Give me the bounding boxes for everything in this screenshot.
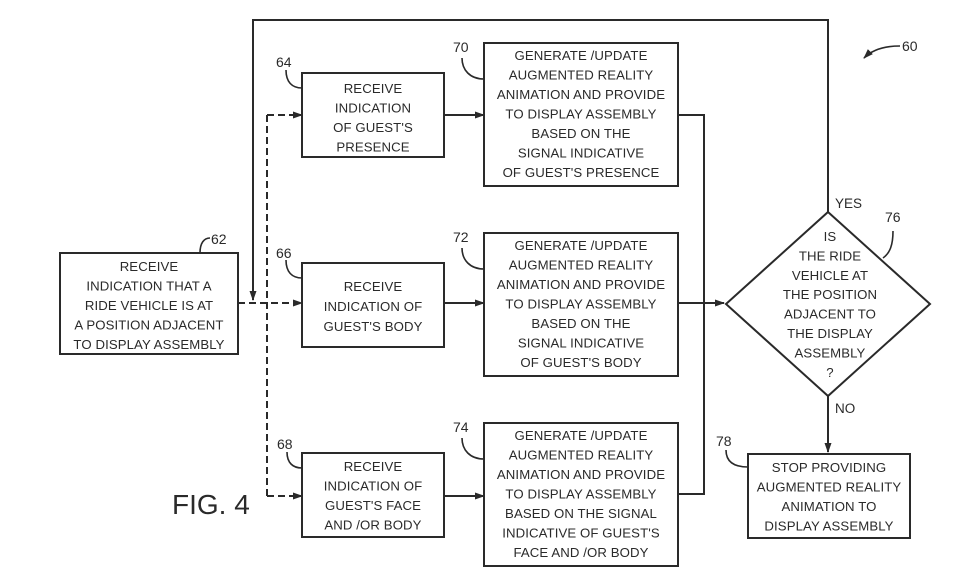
gen-body-box: [483, 232, 679, 377]
text-line: GENERATE /UPDATE: [514, 428, 647, 443]
text-line: AND /OR BODY: [324, 518, 421, 533]
ref-60: 60: [902, 38, 918, 54]
text-line: FACE AND /OR BODY: [513, 545, 648, 560]
text-line: INDICATION OF: [324, 479, 423, 494]
ref-64: 64: [276, 54, 292, 70]
text-line: BASED ON THE: [531, 316, 630, 331]
text-line: TO DISPLAY ASSEMBLY: [73, 337, 224, 352]
ref-68: 68: [277, 436, 293, 452]
text-line: VEHICLE AT: [792, 268, 868, 283]
leader-64: [285, 69, 303, 89]
face-box: [301, 452, 445, 538]
text-line: ?: [826, 365, 833, 380]
text-line: THE POSITION: [783, 287, 877, 302]
text-line: IS: [824, 229, 837, 244]
text-line: RECEIVE: [120, 259, 179, 274]
text-line: AUGMENTED REALITY: [509, 258, 654, 273]
ref-70: 70: [453, 39, 469, 55]
text-line: ANIMATION AND PROVIDE: [497, 277, 665, 292]
text-line: DISPLAY ASSEMBLY: [764, 519, 893, 534]
text-line: ANIMATION TO: [782, 499, 877, 514]
ref-78: 78: [716, 433, 732, 449]
leader-62: [199, 237, 211, 254]
text-line: THE DISPLAY: [787, 326, 873, 341]
text-line: ANIMATION AND PROVIDE: [497, 467, 665, 482]
gen-presence-box: [483, 42, 679, 187]
ref-66: 66: [276, 245, 292, 261]
text-line: INDICATION OF: [324, 299, 423, 314]
gen-face-text: GENERATE /UPDATE AUGMENTED REALITY ANIMATI…: [497, 428, 665, 560]
body-text: RECEIVE INDICATION OF GUEST'S BODY: [324, 279, 423, 334]
no-label: NO: [835, 401, 855, 416]
leader-60: [863, 45, 901, 59]
leader-68: [286, 451, 303, 469]
text-line: RECEIVE: [344, 279, 403, 294]
text-line: GUEST'S FACE: [325, 498, 421, 513]
gen-presence-text: GENERATE /UPDATE AUGMENTED REALITY ANIMATI…: [497, 48, 665, 180]
figure-label: FIG. 4: [172, 489, 250, 520]
text-line: INDICATION THAT A: [86, 279, 211, 294]
text-line: SIGNAL INDICATIVE: [518, 146, 644, 161]
text-line: RIDE VEHICLE IS AT: [85, 298, 213, 313]
start-box: [59, 252, 239, 355]
yes-label: YES: [835, 196, 862, 211]
decision-diamond: [724, 210, 932, 398]
leader-72: [461, 247, 485, 270]
face-text: RECEIVE INDICATION OF GUEST'S FACE AND /OR …: [324, 459, 423, 533]
presence-text: RECEIVE INDICATION OF GUEST'S PRESENCE: [333, 81, 413, 155]
text-line: OF GUEST'S: [333, 120, 413, 135]
text-line: SIGNAL INDICATIVE: [518, 336, 644, 351]
text-line: PRESENCE: [336, 140, 409, 155]
text-line: ADJACENT TO: [784, 307, 876, 322]
text-line: AUGMENTED REALITY: [509, 68, 654, 83]
text-line: TO DISPLAY ASSEMBLY: [505, 297, 656, 312]
text-line: BASED ON THE: [531, 126, 630, 141]
ref-74: 74: [453, 419, 469, 435]
leader-74: [461, 437, 485, 460]
leader-76: [882, 230, 894, 259]
yes-loop-connector: [249, 19, 829, 301]
decision-text: IS THE RIDE VEHICLE AT THE POSITION ADJACENT…: [783, 229, 877, 380]
ref-76: 76: [885, 209, 901, 225]
text-line: INDICATIVE OF GUEST'S: [502, 526, 660, 541]
gen-face-box: [483, 422, 679, 567]
text-line: INDICATION: [335, 101, 411, 116]
ref-72: 72: [453, 229, 469, 245]
text-line: ANIMATION AND PROVIDE: [497, 87, 665, 102]
stop-box: [747, 453, 911, 539]
connector-gen-presence-out: [678, 114, 705, 495]
text-line: AUGMENTED REALITY: [509, 448, 654, 463]
text-line: STOP PROVIDING: [772, 460, 887, 475]
text-line: GENERATE /UPDATE: [514, 238, 647, 253]
text-line: OF GUEST'S BODY: [520, 355, 641, 370]
text-line: GENERATE /UPDATE: [514, 48, 647, 63]
text-line: AUGMENTED REALITY: [757, 480, 902, 495]
ref-62: 62: [211, 231, 227, 247]
text-line: OF GUEST'S PRESENCE: [503, 165, 660, 180]
leader-66: [285, 259, 303, 279]
presence-box: [301, 72, 445, 158]
text-line: TO DISPLAY ASSEMBLY: [505, 107, 656, 122]
start-text: RECEIVE INDICATION THAT A RIDE VEHICLE IS …: [73, 259, 224, 352]
text-line: A POSITION ADJACENT: [74, 318, 223, 333]
text-line: RECEIVE: [344, 81, 403, 96]
text-line: THE RIDE: [799, 248, 861, 263]
text-line: ASSEMBLY: [795, 345, 866, 360]
leader-78: [725, 449, 749, 468]
text-line: GUEST'S BODY: [324, 319, 423, 334]
body-box: [301, 262, 445, 348]
leader-70: [461, 57, 485, 80]
stop-text: STOP PROVIDING AUGMENTED REALITY ANIMATION…: [757, 460, 902, 534]
text-line: RECEIVE: [344, 459, 403, 474]
text-line: TO DISPLAY ASSEMBLY: [505, 487, 656, 502]
text-line: BASED ON THE SIGNAL: [505, 506, 657, 521]
gen-body-text: GENERATE /UPDATE AUGMENTED REALITY ANIMATI…: [497, 238, 665, 370]
